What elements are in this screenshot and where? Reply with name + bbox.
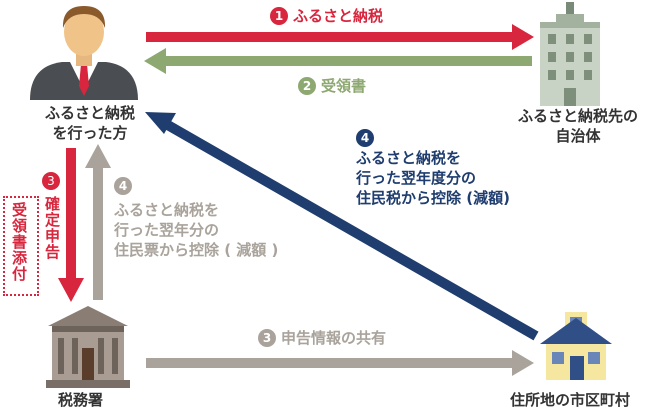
flow-3-filing-text: 確定申告 — [43, 196, 61, 260]
donee-label-line1: ふるさと納税先の — [517, 107, 638, 125]
donee-label-line2: 自治体 — [555, 127, 601, 145]
flow-4-next-year-line3: 住民票から控除 ( 減額 ) — [114, 241, 279, 259]
flow-1-text: ふるさと納税 — [293, 7, 384, 25]
taxpayer-person-icon — [30, 6, 138, 100]
flow-3-share-label: 3 申告情報の共有 — [258, 328, 386, 348]
arrow-furusato-donation — [146, 24, 534, 50]
flow-1-number: 1 — [270, 7, 288, 25]
arrow-receipt — [144, 48, 532, 74]
municipality-house-icon — [540, 312, 612, 380]
tax-office-building-icon — [46, 306, 130, 388]
donee-label: ふるさと納税先の 自治体 — [504, 106, 652, 146]
taxpayer-label-line1: ふるさと納税 — [44, 104, 135, 122]
flow-3-share-number: 3 — [258, 329, 276, 347]
flow-4-next-year-number: 4 — [114, 177, 132, 195]
flow-3-share-text: 申告情報の共有 — [281, 329, 387, 347]
flow-4-municipal-line3: 住民税から控除 (減額) — [356, 189, 510, 207]
arrow-tax-filing — [58, 148, 84, 302]
taxpayer-label-line2: を行った方 — [52, 124, 128, 142]
flow-2-label: 2 受領書 — [298, 76, 366, 96]
flow-4-municipal-number: 4 — [356, 129, 374, 147]
arrow-resident-tax-deduction — [145, 112, 539, 341]
receipt-note-box — [3, 196, 39, 296]
flow-4-next-year-line1: ふるさと納税を — [114, 201, 220, 219]
flow-4-municipal-label: 4 ふるさと納税を 行った翌年度分の 住民税から控除 (減額) — [356, 128, 510, 208]
municipality-label: 住所地の市区町村 — [510, 391, 631, 409]
flow-4-municipal-line1: ふるさと納税を — [356, 149, 462, 167]
flow-4-municipal-line2: 行った翌年度分の — [356, 169, 477, 187]
flow-3-filing-number: 3 — [42, 172, 60, 190]
taxpayer-label: ふるさと納税 を行った方 — [34, 103, 146, 143]
arrow-share-filing-info — [146, 350, 534, 376]
receipt-note-text: 受領書添付 — [10, 202, 28, 282]
donee-building-icon — [540, 2, 600, 106]
tax-office-label: 税務署 — [58, 391, 104, 409]
flow-4-next-year-line2: 行った翌年分の — [114, 221, 220, 239]
flow-2-text: 受領書 — [321, 77, 367, 95]
flow-1-label: 1 ふるさと納税 — [270, 6, 383, 26]
flow-2-number: 2 — [298, 77, 316, 95]
arrow-deduction-notice — [85, 144, 111, 300]
flow-4-next-year-label: 4 ふるさと納税を 行った翌年分の 住民票から控除 ( 減額 ) — [114, 176, 278, 260]
